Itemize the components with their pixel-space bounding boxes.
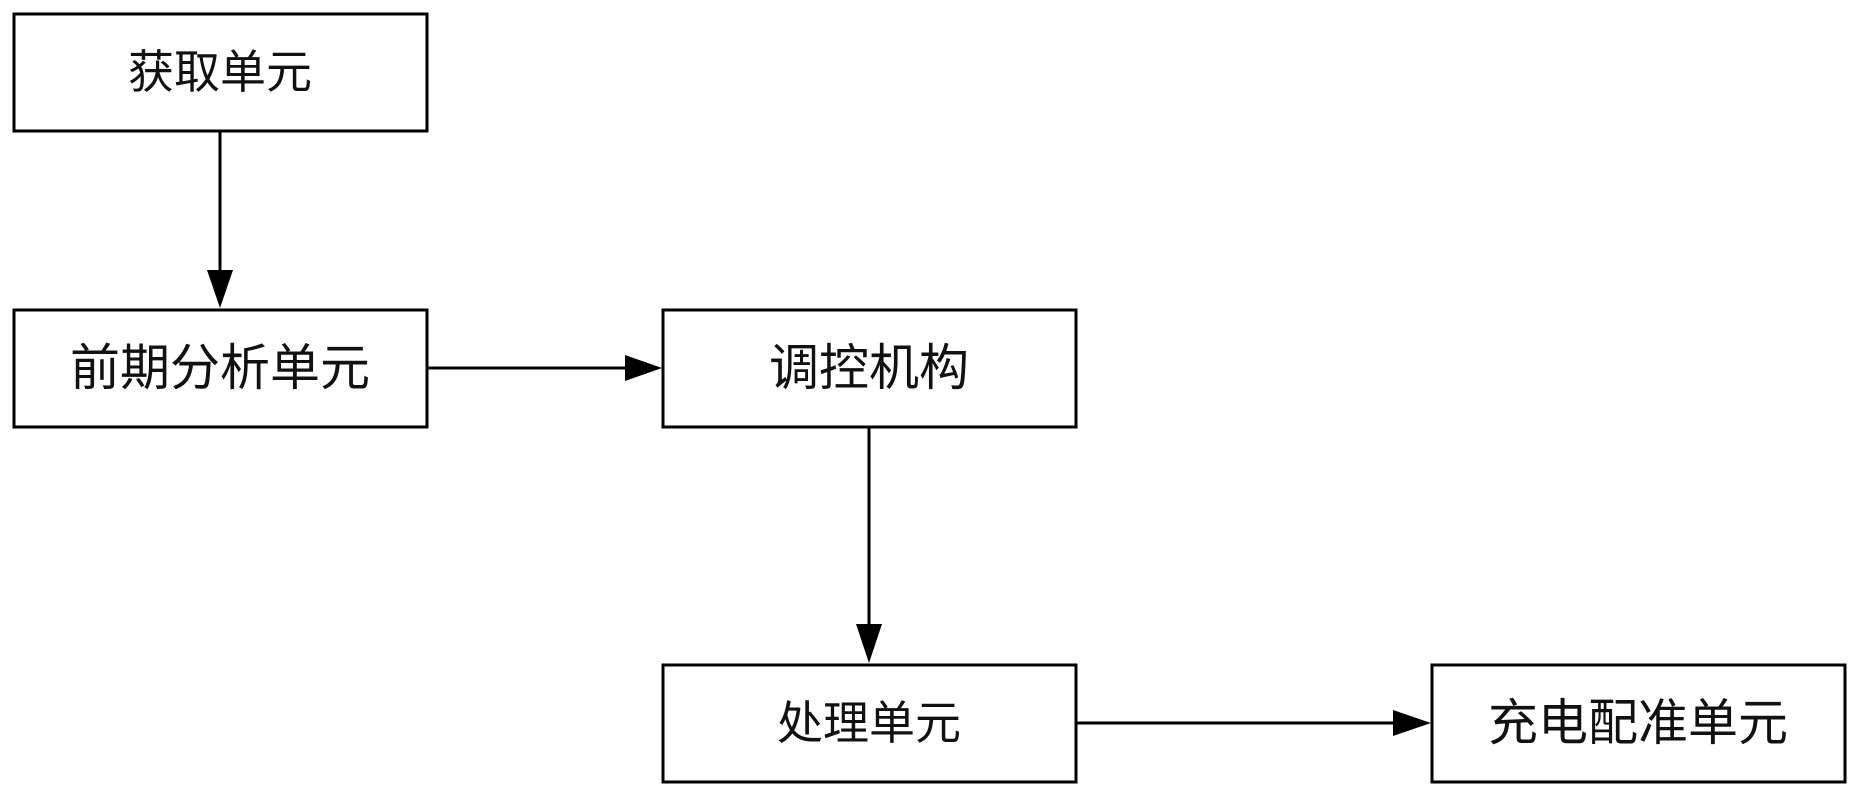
arrow-head xyxy=(625,355,662,381)
node-charging-alignment-box xyxy=(1430,663,1847,784)
edge-regulation-to-processing xyxy=(856,427,882,663)
node-acquisition: 获取单元 xyxy=(12,12,429,133)
node-pre-analysis: 前期分析单元 xyxy=(12,308,429,429)
node-regulation-label: 调控机构 xyxy=(769,339,969,397)
edge-processing-to-charging-alignment xyxy=(1076,710,1431,736)
edge-pre-analysis-to-regulation xyxy=(427,355,662,381)
node-acquisition-label: 获取单元 xyxy=(128,45,312,99)
arrow-head xyxy=(1393,710,1431,736)
node-processing-label: 处理单元 xyxy=(777,696,961,750)
arrow-head xyxy=(856,624,882,663)
node-acquisition-box xyxy=(12,12,429,133)
node-pre-analysis-label: 前期分析单元 xyxy=(70,339,370,397)
node-pre-analysis-box xyxy=(12,308,429,429)
node-regulation-box xyxy=(661,308,1078,429)
arrow-head xyxy=(207,270,233,308)
node-regulation: 调控机构 xyxy=(661,308,1078,429)
node-charging-alignment-label: 充电配准单元 xyxy=(1488,694,1788,752)
node-charging-alignment: 充电配准单元 xyxy=(1430,663,1847,784)
edge-acquisition-to-pre-analysis xyxy=(207,131,233,308)
node-processing: 处理单元 xyxy=(661,663,1078,784)
